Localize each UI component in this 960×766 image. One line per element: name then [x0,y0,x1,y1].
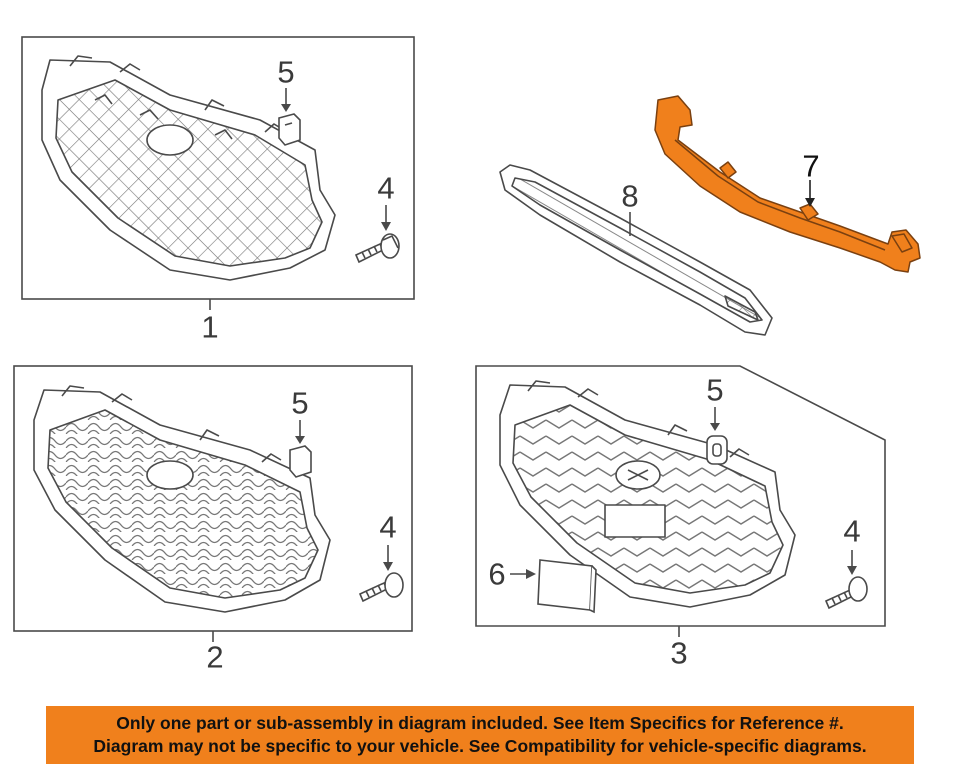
callout-8: 8 [621,178,639,214]
box-3-frame [475,365,886,627]
clip-5-box2 [289,445,312,478]
plate-6 [537,559,597,614]
bolt-4-box3 [824,576,868,610]
clip-5-box3 [706,435,728,465]
disclaimer-banner: Only one part or sub-assembly in diagram… [46,706,914,764]
callout-1: 1 [201,309,219,345]
grille-1 [41,55,336,281]
disclaimer-line-1: Only one part or sub-assembly in diagram… [116,713,844,733]
callout-4-box2: 4 [379,509,397,545]
callout-5-box3: 5 [706,372,724,408]
callout-5-box1: 5 [277,54,295,90]
grille-2 [33,385,331,613]
callout-3: 3 [670,635,688,671]
callout-2: 2 [206,639,224,675]
callout-4-box1: 4 [377,170,395,206]
callout-6: 6 [488,556,506,592]
grille-3 [499,380,796,608]
callout-7: 7 [802,148,820,184]
clip-5-box1 [278,113,301,146]
callout-5-box2: 5 [291,385,309,421]
callout-4-box3: 4 [843,513,861,549]
bolt-4-box1 [354,233,400,264]
support-bracket-7 [654,95,921,273]
bolt-4-box2 [358,572,404,603]
lower-grille-8 [499,164,773,336]
disclaimer-line-2: Diagram may not be specific to your vehi… [93,736,867,756]
box-1-frame [21,36,415,300]
